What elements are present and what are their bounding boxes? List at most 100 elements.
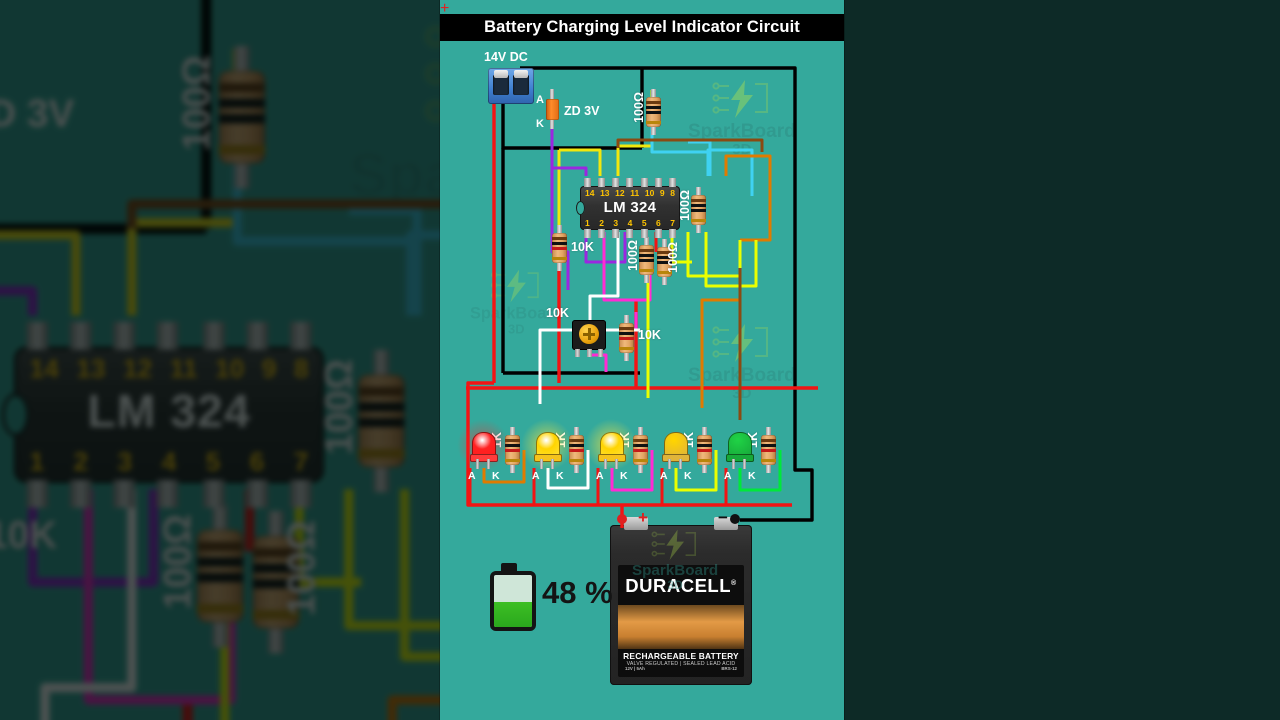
- resistor-band: [691, 199, 706, 202]
- resistor-band: [657, 251, 672, 254]
- zener-anode-label: A: [536, 94, 544, 106]
- ic-pin: [584, 229, 591, 238]
- background-ic-pin-number: 4: [161, 445, 177, 477]
- potentiometer-value-label: 10K: [546, 306, 569, 320]
- resistor-1k-5[interactable]: [760, 427, 777, 473]
- resistor-band: [639, 269, 654, 272]
- ic-pin: [598, 178, 606, 187]
- resistor-value-label: 100Ω: [632, 92, 646, 123]
- resistor-band: [657, 256, 672, 259]
- resistor-band: [761, 444, 776, 447]
- ic-pin: [612, 178, 620, 187]
- resistor-100r-4[interactable]: [656, 239, 673, 285]
- ic-pin-number: 11: [630, 188, 640, 198]
- led-flange: [726, 454, 754, 462]
- ic-pin: [584, 178, 591, 187]
- led-anode-label: A: [660, 470, 668, 482]
- resistor-band: [505, 444, 520, 447]
- resistor-band: [646, 101, 661, 104]
- resistor-1k-1[interactable]: [504, 427, 521, 473]
- watermark-line1: SparkBoard: [688, 121, 796, 142]
- resistor-10k-1[interactable]: [551, 225, 568, 271]
- resistor-band: [697, 459, 712, 462]
- ic-pin: [626, 229, 634, 238]
- background-ic-pin-number: 6: [249, 445, 265, 477]
- led-cathode-pin: [487, 459, 490, 469]
- resistor-100r-1[interactable]: [645, 89, 662, 135]
- background-resistor-100r-4: [250, 510, 303, 654]
- resistor-10k-3[interactable]: [618, 315, 635, 361]
- led-anode-label: A: [532, 470, 540, 482]
- title-bar: Battery Charging Level Indicator Circuit: [440, 14, 844, 41]
- battery-icon: [490, 571, 536, 631]
- watermark-line2: 3D: [508, 322, 525, 337]
- wire-cyan-to-100r2: [706, 148, 754, 196]
- resistor-band: [505, 439, 520, 442]
- resistor-1k-2[interactable]: [568, 427, 585, 473]
- led-cathode-label: K: [556, 470, 564, 482]
- led-flange: [662, 454, 690, 462]
- resistor-band: [639, 249, 654, 252]
- resistor-band: [505, 459, 520, 462]
- wire-purple-zener-k: [550, 128, 588, 176]
- ic-pin: [598, 229, 606, 238]
- background-ic-part-number: LM 324: [87, 386, 251, 440]
- led-cathode-label: K: [748, 470, 756, 482]
- ic-pin: [668, 229, 676, 238]
- led-flange: [598, 454, 626, 462]
- resistor-1k-3[interactable]: [632, 427, 649, 473]
- resistor-band: [619, 332, 634, 335]
- ic-notch: [576, 201, 585, 215]
- circuit-lightning-logo-icon: [712, 80, 768, 118]
- wire-orange-ic9: [724, 154, 772, 242]
- resistor-band: [552, 247, 567, 250]
- circuit-diagram-panel: SparkBoard3DSparkBoard3DSparkBoard3D+−14…: [440, 0, 844, 720]
- wire-lime-ic6: [686, 232, 742, 278]
- resistor-band: [569, 459, 584, 462]
- resistor-band: [646, 106, 661, 109]
- ic-pin: [668, 178, 676, 187]
- battery-icon-fill: [494, 602, 532, 627]
- led-yellow-2[interactable]: [517, 416, 577, 474]
- trimmer-potentiometer[interactable]: [572, 320, 606, 357]
- ic-pin-number: 1: [585, 218, 590, 228]
- led-anode-pin: [476, 459, 479, 469]
- ic-pin-number: 12: [615, 188, 625, 198]
- background-resistor-band: [358, 417, 405, 428]
- background-resistor-100r-2: [355, 349, 408, 493]
- ic-pin-number: 9: [659, 188, 665, 198]
- battery-positive-post: [624, 517, 648, 530]
- led-cathode-label: K: [492, 470, 500, 482]
- battery-minus-label: −: [718, 508, 728, 527]
- led-cathode-pin: [743, 459, 746, 469]
- resistor-band: [697, 444, 712, 447]
- led-red-1[interactable]: [453, 416, 513, 474]
- led-yellow-3[interactable]: [581, 416, 641, 474]
- background-ic-pin: [26, 321, 49, 350]
- background-ic-pin-number: 14: [29, 352, 59, 384]
- charge-percent-label: 48 %: [542, 575, 613, 610]
- wire-lime-ic7: [704, 232, 758, 288]
- resistor-100r-3[interactable]: [638, 237, 655, 283]
- background-ic-pin-number: 10: [215, 352, 245, 384]
- led-yellow-4[interactable]: [662, 432, 690, 469]
- resistor-100r-2[interactable]: [690, 187, 707, 233]
- ic-pin-number: 7: [670, 218, 675, 228]
- zener-diode[interactable]: [545, 89, 560, 129]
- resistor-band: [691, 219, 706, 222]
- resistor-band: [619, 337, 634, 340]
- background-ic-pin: [289, 321, 312, 350]
- ic-pin-number: 13: [600, 188, 610, 198]
- background-resistor-band: [252, 610, 300, 620]
- led-cathode-pin: [551, 459, 554, 469]
- power-terminal-block[interactable]: [488, 68, 534, 104]
- resistor-1k-4[interactable]: [696, 427, 713, 473]
- resistor-band: [761, 459, 776, 462]
- led-cathode-pin: [615, 459, 618, 469]
- led-green-5[interactable]: [726, 432, 754, 469]
- background-ic-pin-number: 2: [73, 445, 89, 477]
